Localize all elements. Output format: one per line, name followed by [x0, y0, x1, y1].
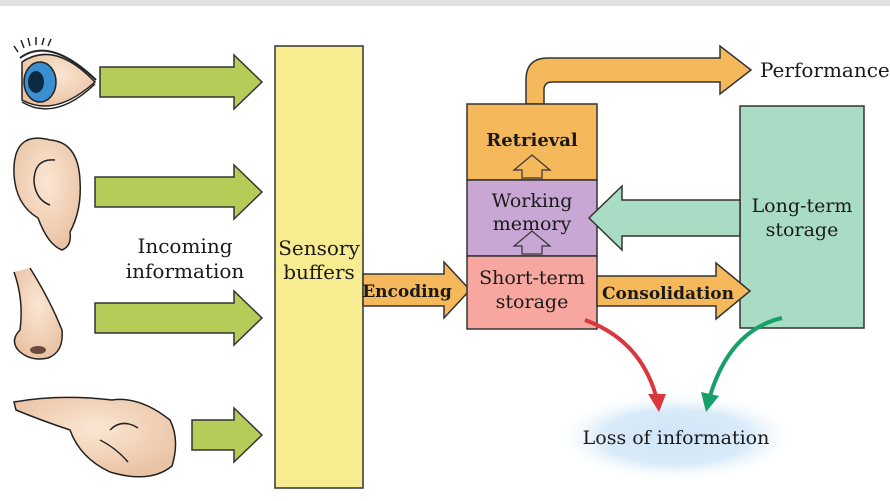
sensory-label-line1: Sensory: [278, 236, 360, 260]
top-border: [0, 0, 890, 6]
consolidation-label: Consolidation: [602, 284, 734, 304]
ear-arrow: [94, 163, 264, 221]
incoming-label-line2: information: [126, 259, 245, 283]
sensory-label-line2: buffers: [283, 260, 355, 284]
consolidation-arrow: [596, 261, 752, 321]
loss-label: Loss of information: [583, 427, 770, 449]
performance-label: Performance: [760, 58, 890, 82]
short-term-box: [466, 255, 598, 330]
short-term-loss-arrow: [584, 318, 666, 412]
finger-arrow: [191, 406, 264, 464]
up-arrow-to-working: [512, 230, 552, 255]
nose-arrow: [94, 289, 264, 347]
incoming-label-line1: Incoming: [137, 234, 232, 258]
long-term-label-line1: Long-term: [752, 195, 853, 217]
working-label-line1: Working: [492, 190, 573, 212]
eye-icon: [13, 37, 97, 110]
long-term-to-working-arrow: [587, 184, 741, 252]
encoding-arrow: [362, 260, 472, 320]
long-term-label-line2: storage: [766, 219, 839, 241]
loss-cloud: [552, 391, 800, 483]
retrieval-label: Retrieval: [486, 130, 578, 151]
long-term-loss-arrow: [701, 316, 783, 412]
short-term-label-line1: Short-term: [479, 267, 585, 289]
short-term-label-line2: storage: [496, 291, 569, 313]
performance-arrow: [525, 44, 753, 105]
ear-icon: [13, 137, 82, 251]
sensory-arrows: [94, 53, 264, 464]
sensory-buffers-box: [274, 45, 364, 489]
finger-icon: [13, 396, 177, 478]
long-term-box: [739, 105, 865, 329]
working-label-line2: memory: [493, 213, 572, 235]
up-arrow-to-retrieval: [512, 154, 552, 179]
nose-icon: [13, 267, 63, 360]
encoding-label: Encoding: [362, 282, 452, 302]
eye-arrow: [99, 53, 264, 111]
